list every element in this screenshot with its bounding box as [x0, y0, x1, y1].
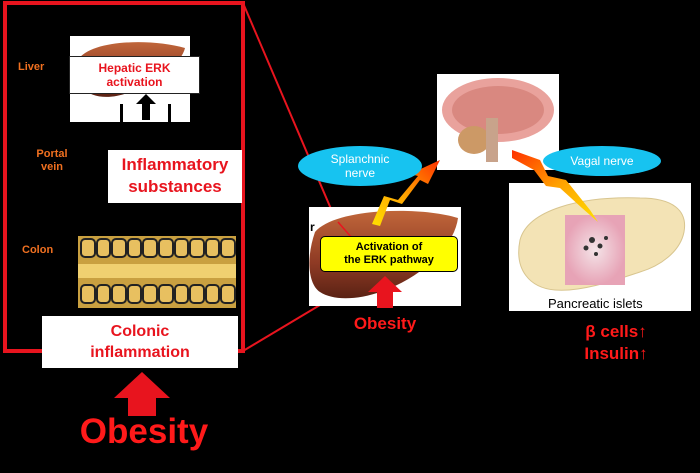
portal-vein-label: Portal vein	[30, 148, 74, 174]
colonic-inflammation-box: Colonic inflammation	[42, 316, 238, 368]
liver-label: Liver	[18, 61, 45, 73]
vagal-nerve-bubble: Vagal nerve	[543, 146, 661, 176]
colon-cell	[111, 238, 127, 258]
erk-pointer-line	[337, 221, 353, 239]
inflammatory-line1: Inflammatory	[121, 155, 229, 174]
colon-cell	[95, 284, 112, 304]
insulin-label: Insulin↑	[584, 344, 648, 363]
colon-cell	[142, 238, 158, 258]
colon-cell	[204, 284, 221, 304]
inflammatory-substances-box: Inflammatory substances	[108, 150, 242, 203]
vagal-signal-bolt	[512, 150, 598, 222]
zoom-line-top	[242, 2, 344, 238]
colon-label: Colon	[22, 244, 54, 256]
colonic-line1: Colonic	[110, 323, 170, 340]
pancreatic-islets-label: Pancreatic islets	[548, 296, 643, 311]
vagal-text: Vagal nerve	[570, 154, 634, 168]
colon-cell	[173, 238, 190, 258]
colon-cell	[189, 238, 205, 258]
erk-line2: the ERK pathway	[344, 254, 434, 266]
hepatic-erk-box: Hepatic ERK activation	[69, 56, 200, 94]
colon-cell	[157, 238, 174, 258]
inflammatory-line2: substances	[128, 177, 222, 196]
colon-cell	[157, 284, 174, 304]
colon-cell	[189, 284, 205, 304]
colon-cell	[126, 284, 143, 304]
liver-label-fragment: r	[310, 220, 315, 234]
obesity-label-right: Obesity	[353, 314, 417, 333]
erk-up-arrow-small	[120, 94, 171, 122]
hepatic-erk-text: Hepatic ERK activation	[98, 61, 171, 89]
splanchnic-line1: Splanchnic	[330, 152, 390, 166]
colon-cell	[95, 238, 112, 258]
erk-pathway-box: Activation of the ERK pathway	[320, 236, 458, 272]
colonic-line2: inflammation	[90, 344, 190, 361]
colon-cell	[220, 284, 236, 304]
colon-cell	[80, 238, 96, 258]
erk-line1: Activation of	[355, 241, 423, 253]
colon-cell-row-bottom	[80, 284, 236, 306]
portal-vein-line2: vein	[40, 161, 63, 173]
colon-cell	[126, 238, 143, 258]
colon-cell	[173, 284, 190, 304]
colon-cell	[220, 238, 236, 258]
splanchnic-signal-bolt	[372, 160, 440, 226]
obesity-label-left: Obesity	[79, 412, 209, 451]
colon-cell	[111, 284, 127, 304]
colon-cell	[204, 238, 221, 258]
beta-cells-label: β cells↑	[585, 322, 647, 341]
zoom-line-bottom	[242, 304, 321, 352]
obesity-arrow-left	[114, 372, 170, 416]
obesity-arrow-right	[368, 276, 402, 308]
portal-vein-line1: Portal	[36, 148, 68, 160]
pancreas-image	[509, 183, 691, 311]
splanchnic-nerve-bubble: Splanchnic nerve	[298, 146, 422, 186]
splanchnic-line2: nerve	[344, 166, 376, 180]
colon-cell-row-top	[80, 238, 236, 260]
colon-cell	[80, 284, 96, 304]
brain-image	[437, 74, 559, 170]
colon-cell	[142, 284, 158, 304]
